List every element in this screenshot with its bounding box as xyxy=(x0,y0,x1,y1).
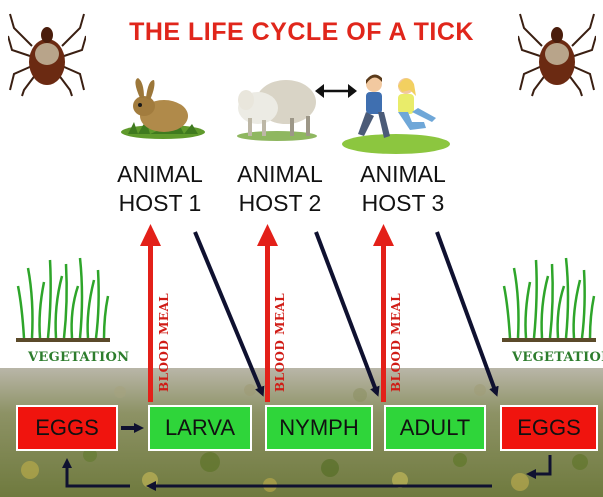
stage-nymph: NYMPH xyxy=(265,405,373,451)
return-arrow-left-segment xyxy=(67,462,130,486)
return-arrow-right-segment xyxy=(530,455,550,474)
blood-meal-label-larva: BLOOD MEAL xyxy=(157,293,171,392)
transition-arrow-host1-to-nymph xyxy=(195,232,262,393)
stage-eggs-start: EGGS xyxy=(16,405,118,451)
transition-arrow-host2-to-adult xyxy=(316,232,377,393)
blood-meal-label-nymph: BLOOD MEAL xyxy=(273,293,287,392)
stage-adult: ADULT xyxy=(384,405,486,451)
stage-eggs-end: EGGS xyxy=(500,405,598,451)
transition-arrow-host3-to-eggs xyxy=(437,232,496,393)
blood-meal-label-adult: BLOOD MEAL xyxy=(389,293,403,392)
stage-larva: LARVA xyxy=(148,405,252,451)
